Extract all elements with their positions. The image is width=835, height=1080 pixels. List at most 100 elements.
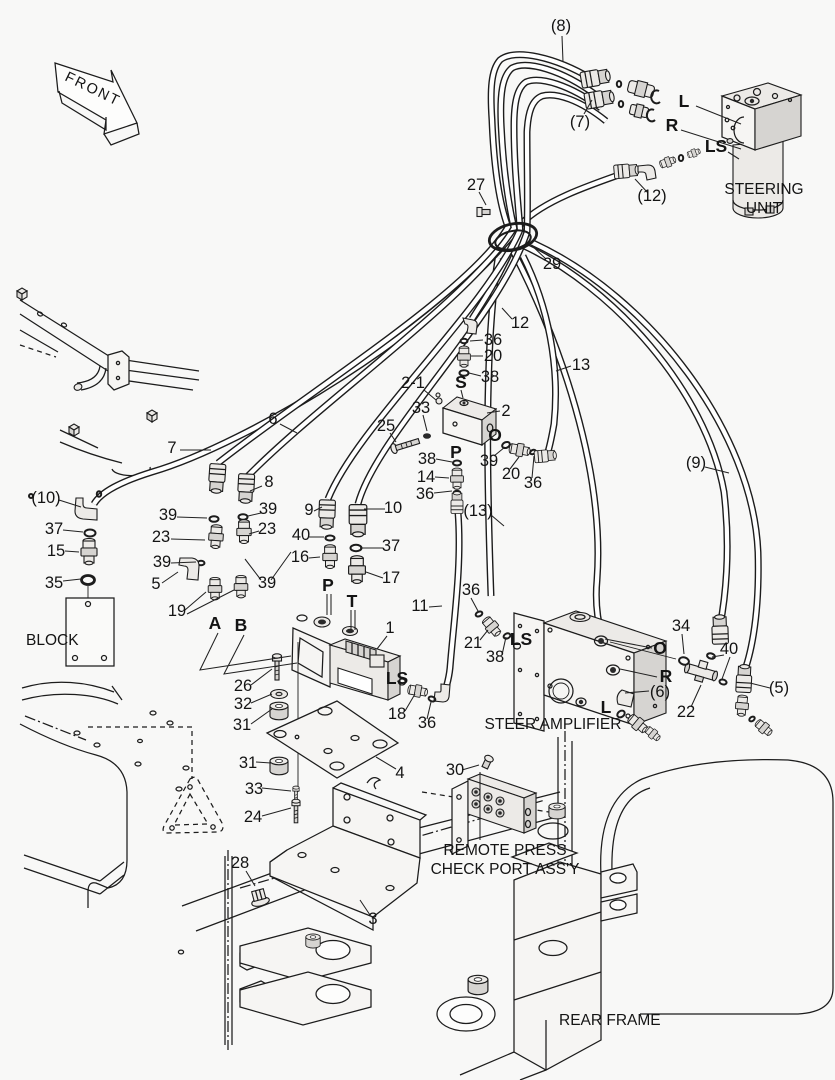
callout-n37b: 37 — [45, 520, 63, 538]
rear-frame-art — [181, 731, 834, 1080]
callout-O-valve: O — [488, 425, 502, 445]
valve-mounting-hardware — [250, 653, 301, 907]
callout-n40b: 40 — [720, 640, 738, 658]
callout-n19: 19 — [168, 602, 186, 620]
callout-n28: 28 — [231, 854, 249, 872]
ls-fitting-chain — [406, 682, 451, 703]
callout-n12: 12 — [511, 314, 529, 332]
screw-25 — [390, 437, 421, 454]
callout-n30: 30 — [446, 761, 464, 779]
callout-n10: 10 — [384, 499, 402, 517]
steering-unit-label-line1: STEERING — [724, 181, 803, 198]
callout-p10: (10) — [31, 489, 60, 507]
amplifier-l-chain — [616, 689, 663, 744]
callout-n5: 5 — [151, 575, 160, 593]
callout-n33a: 33 — [412, 399, 430, 417]
callout-B-port: B — [235, 615, 248, 635]
callout-n35: 35 — [45, 574, 63, 592]
remote-press-check-port-assy — [451, 754, 538, 856]
callout-LS-steer: LS — [705, 136, 727, 156]
callout-n8: 8 — [264, 473, 273, 491]
callout-n31a: 31 — [233, 716, 251, 734]
callout-p12: (12) — [637, 187, 666, 205]
callout-n11: 11 — [411, 597, 428, 615]
mounting-plate — [265, 700, 400, 779]
callout-n36c: 36 — [416, 485, 434, 503]
callout-LS-amp: LS — [510, 629, 532, 649]
steer-amplifier-label: STEER AMPLIFIER — [485, 716, 622, 733]
rear-frame-label: REAR FRAME — [559, 1012, 661, 1029]
leader-lines — [58, 35, 771, 916]
callout-n27: 27 — [467, 176, 485, 194]
callout-A-port: A — [209, 613, 222, 633]
callout-p6: (6) — [650, 683, 670, 701]
callout-n33b: 33 — [245, 780, 263, 798]
callout-n39d: 39 — [153, 553, 171, 571]
callout-n40a: 40 — [292, 526, 310, 544]
callout-n25: 25 — [377, 417, 395, 435]
machine-frame-art — [16, 287, 269, 1050]
check-ports — [471, 787, 532, 829]
block-outline — [65, 597, 115, 667]
callout-n9: 9 — [304, 501, 313, 519]
clamp-bolt — [476, 206, 491, 218]
callout-p7: (7) — [570, 113, 590, 131]
callout-n1: 1 — [385, 619, 394, 637]
steering-unit-label-line2: UNIT — [746, 200, 783, 217]
callout-p5: (5) — [769, 679, 789, 697]
callout-n2: 2 — [501, 402, 510, 420]
callout-O-amp: O — [653, 638, 667, 658]
plug-33 — [423, 433, 431, 439]
callout-P-v1: P — [322, 575, 334, 595]
callout-n29: 29 — [543, 255, 561, 273]
callout-n22: 22 — [677, 703, 695, 721]
callout-L-steer: L — [679, 91, 690, 111]
callout-n21: 21 — [464, 634, 482, 652]
callout-n17: 17 — [382, 569, 400, 587]
callout-R-steer: R — [666, 115, 679, 135]
callout-n20a: 20 — [484, 347, 502, 365]
callout-n26: 26 — [234, 677, 252, 695]
callout-n14: 14 — [417, 468, 435, 486]
block-label: BLOCK — [26, 632, 79, 649]
callout-p13: (13) — [463, 502, 492, 520]
callout-n36a: 36 — [484, 331, 502, 349]
callout-n18: 18 — [388, 705, 406, 723]
component-labels: STEERING UNIT STEER AMPLIFIER BLOCK REMO… — [26, 181, 804, 1029]
callout-n39a: 39 — [480, 452, 498, 470]
priority-valve — [390, 317, 558, 514]
callout-L-amp: L — [601, 697, 612, 717]
elbow-10 — [74, 497, 98, 521]
callout-n2-1: 2-1 — [401, 374, 425, 392]
remote-press-label-line2: CHECK PORT ASS'Y — [431, 861, 580, 878]
tee-fitting-chain — [609, 613, 775, 739]
front-arrow: FRONT — [54, 62, 140, 146]
callout-n39e: 39 — [258, 574, 276, 592]
elbow-5 — [178, 557, 200, 581]
callout-n15: 15 — [47, 542, 65, 560]
solenoid-connector — [345, 640, 385, 668]
hitch-lug-plate — [239, 971, 372, 1026]
callout-n16: 16 — [291, 548, 309, 566]
callout-S-valve: S — [455, 372, 467, 392]
callout-n39b: 39 — [159, 506, 177, 524]
callout-n20b: 20 — [502, 465, 520, 483]
callout-n4: 4 — [395, 764, 404, 782]
callout-n39c: 39 — [259, 500, 277, 518]
mounting-bracket — [269, 776, 428, 932]
callout-n23a: 23 — [152, 528, 170, 546]
callout-T-v1: T — [347, 591, 358, 611]
callout-n6: 6 — [268, 410, 277, 428]
callout-n38a: 38 — [481, 368, 499, 386]
callout-p9: (9) — [686, 454, 706, 472]
callout-n7: 7 — [167, 439, 176, 457]
hose-end-fittings-left — [178, 462, 368, 601]
callout-n34: 34 — [672, 617, 690, 635]
callout-n24: 24 — [244, 808, 262, 826]
tee-fitting-22 — [683, 659, 719, 683]
callout-n36d: 36 — [462, 581, 480, 599]
bolt-28 — [250, 887, 270, 907]
